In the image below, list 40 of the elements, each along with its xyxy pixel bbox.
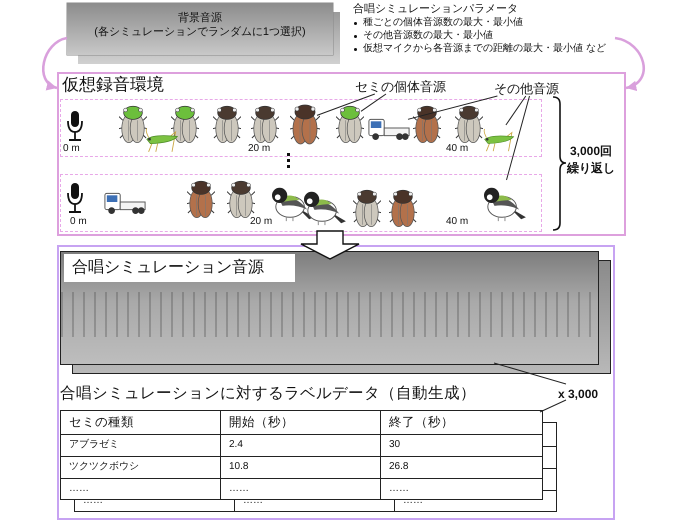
background-sound-box xyxy=(67,3,333,55)
parameter-item: 仮想マイクから各音源までの距離の最大・最小値 など xyxy=(363,42,606,55)
parameter-item: その他音源数の最大・最小値 xyxy=(363,29,493,42)
block-arrow xyxy=(300,230,360,260)
distance-label: 40 m xyxy=(446,143,468,155)
leader-line xyxy=(408,96,498,120)
grasshopper-icon xyxy=(483,128,517,154)
table-heading: 合唱シミュレーションに対するラベルデータ（自動生成） xyxy=(60,384,476,404)
callout-label: x 3,000 xyxy=(558,386,608,402)
repeat-count-label: 3,000回繰り返し xyxy=(566,143,616,177)
scene-row-frame xyxy=(60,99,542,157)
leader-line xyxy=(360,94,386,112)
distance-label: 20 m xyxy=(248,143,270,155)
callout-label: その他音源 xyxy=(494,80,574,98)
table-cell: セミの種類 xyxy=(60,410,221,435)
leader-line xyxy=(540,400,566,412)
spectrogram-title: 合唱シミュレーション音源 xyxy=(64,254,295,282)
parameter-heading: 合唱シミュレーションパラメータ xyxy=(353,3,518,16)
distance-label: 0 m xyxy=(63,143,80,155)
spectrogram-picture xyxy=(60,251,599,365)
table-cell: 終了（秒） xyxy=(380,410,543,435)
cicada-icon xyxy=(290,102,320,146)
box-heading: 背景音源 xyxy=(177,12,223,25)
distance-label: 0 m xyxy=(70,216,87,228)
box-note: (各シミュレーションでランダムに1つ選択) xyxy=(93,26,307,39)
output-frame xyxy=(57,245,615,520)
callout-label: セミの個体音源 xyxy=(355,78,447,96)
frame-title: 仮想録音環境 xyxy=(62,75,164,95)
scene-row-frame xyxy=(60,174,542,232)
table-cell: …… xyxy=(60,478,221,500)
leader-line xyxy=(316,94,376,116)
table-cell: …… xyxy=(380,478,543,500)
arrow xyxy=(42,36,68,90)
environment-frame xyxy=(57,72,626,236)
parameter-item: 種ごとの個体音源数の最大・最小値 xyxy=(363,16,523,29)
arrow xyxy=(614,36,645,90)
distance-label: 20 m xyxy=(250,216,272,228)
leader-line xyxy=(506,96,530,180)
distance-label: 40 m xyxy=(446,216,468,228)
leader-line xyxy=(505,96,526,126)
